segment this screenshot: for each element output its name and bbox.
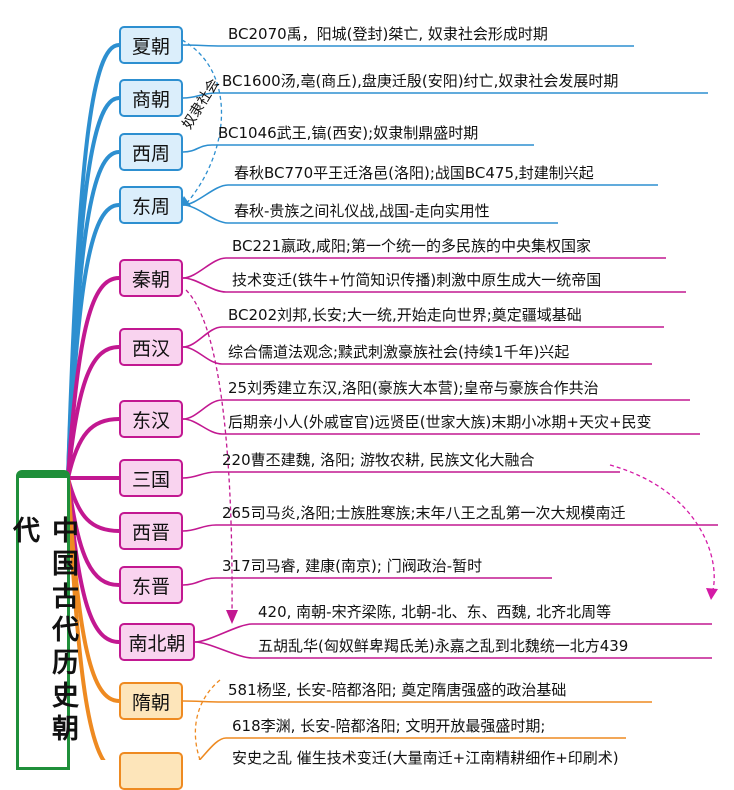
relation-arc-blue [181,39,222,205]
dynasty-fact: 春秋BC770平王迁洛邑(洛阳);战国BC475,封建制兴起 [234,164,594,182]
dynasty-fact: 综合儒道法观念;黩武刺激豪族社会(持续1千年)兴起 [228,343,570,361]
leaf-line-5-0 [182,326,664,348]
dynasty-fact: 春秋-贵族之间礼仪战,战国-走向实用性 [234,202,490,220]
dynasty-fact: 581杨坚, 长安-陪都洛阳; 奠定隋唐强盛的政治基础 [228,681,567,699]
dynasty-fact: 220曹丕建魏, 洛阳; 游牧农耕, 民族文化大融合 [222,451,535,469]
dynasty-node[interactable] [119,752,183,790]
branch-4 [66,276,121,480]
leaf-line-4-0 [182,257,666,279]
root-title: 中国古代历史朝代 [8,516,78,747]
dynasty-fact: 安史之乱 催生技术变迁(大量南迁+江南精耕细作+印刷术) [232,749,619,767]
leaf-line-5-1 [182,346,652,365]
leaf-line-0-0 [182,44,634,47]
dynasty-fact: BC1046武王,镐(西安);奴隶制鼎盛时期 [218,124,479,142]
dynasty-node[interactable]: 西汉 [119,328,183,366]
dynasty-fact: 五胡乱华(匈奴鲜卑羯氐羌)永嘉之乱到北魏统一北方439 [258,637,629,655]
dynasty-fact: BC202刘邦,长安;大一统,开始走向世界;奠定疆域基础 [228,306,582,324]
branch-3 [66,203,121,480]
relation-arc-pink-left [185,289,233,621]
leaf-line-4-1 [182,277,686,293]
leaf-line-11-0 [182,700,652,703]
relation-arc-orange [194,679,221,760]
branch-6 [66,417,121,480]
leaf-line-9-0 [182,577,552,586]
leaf-line-10-1 [194,641,712,659]
relation-arc-pink-right [609,464,715,595]
dynasty-node[interactable]: 东晋 [119,566,183,604]
leaf-line-10-0 [194,623,712,643]
branch-12 [66,476,106,760]
dynasty-node[interactable]: 南北朝 [119,623,195,661]
dynasty-fact: 317司马睿, 建康(南京); 门阀政治-暂时 [222,557,483,575]
relation-arrow-pink-right [706,588,718,600]
relation-arrow-pink-left [226,610,238,624]
leaf-line-1-0 [182,92,708,99]
dynasty-fact: BC2070禹，阳城(登封)桀亡, 奴隶社会形成时期 [228,25,548,43]
root-node[interactable]: 中国古代历史朝代 [8,470,78,770]
leaf-line-8-0 [182,524,718,532]
dynasty-node[interactable]: 三国 [119,459,183,497]
leaf-line-6-1 [182,418,700,435]
branch-5 [66,345,121,480]
leaf-line-12-0 [198,737,626,760]
dynasty-node[interactable]: 西周 [119,133,183,171]
mindmap-canvas [66,39,718,760]
dynasty-fact: BC221嬴政,咸阳;第一个统一的多民族的中央集权国家 [232,237,591,255]
dynasty-fact: 420, 南朝-宋齐梁陈, 北朝-北、东、西魏, 北齐北周等 [258,603,612,621]
dynasty-fact: 25刘秀建立东汉,洛阳(豪族大本营);皇帝与豪族合作共治 [228,379,599,397]
leaf-line-7-0 [182,471,620,479]
dynasty-node[interactable]: 隋朝 [119,682,183,720]
dynasty-fact: BC1600汤,亳(商丘),盘庚迁殷(安阳)纣亡,奴隶社会发展时期 [222,72,619,90]
leaf-line-6-0 [182,399,690,420]
dynasty-fact: 后期亲小人(外戚宦官)远贤臣(世家大族)末期小冰期+天灾+民变 [228,413,652,431]
dynasty-node[interactable]: 西晋 [119,512,183,550]
dynasty-node[interactable]: 秦朝 [119,259,183,297]
dynasty-node[interactable]: 夏朝 [119,26,183,64]
dynasty-node[interactable]: 东汉 [119,400,183,438]
dynasty-node[interactable]: 东周 [119,186,183,224]
leaf-line-2-0 [182,144,534,153]
dynasty-node[interactable]: 商朝 [119,79,183,117]
dynasty-fact: 265司马炎,洛阳;士族胜寒族;末年八王之乱第一次大规模南迁 [222,504,626,522]
dynasty-fact: 技术变迁(铁牛+竹简知识传播)刺激中原生成大一统帝国 [232,271,602,289]
dynasty-fact: 618李渊, 长安-陪都洛阳; 文明开放最强盛时期; [232,717,546,735]
